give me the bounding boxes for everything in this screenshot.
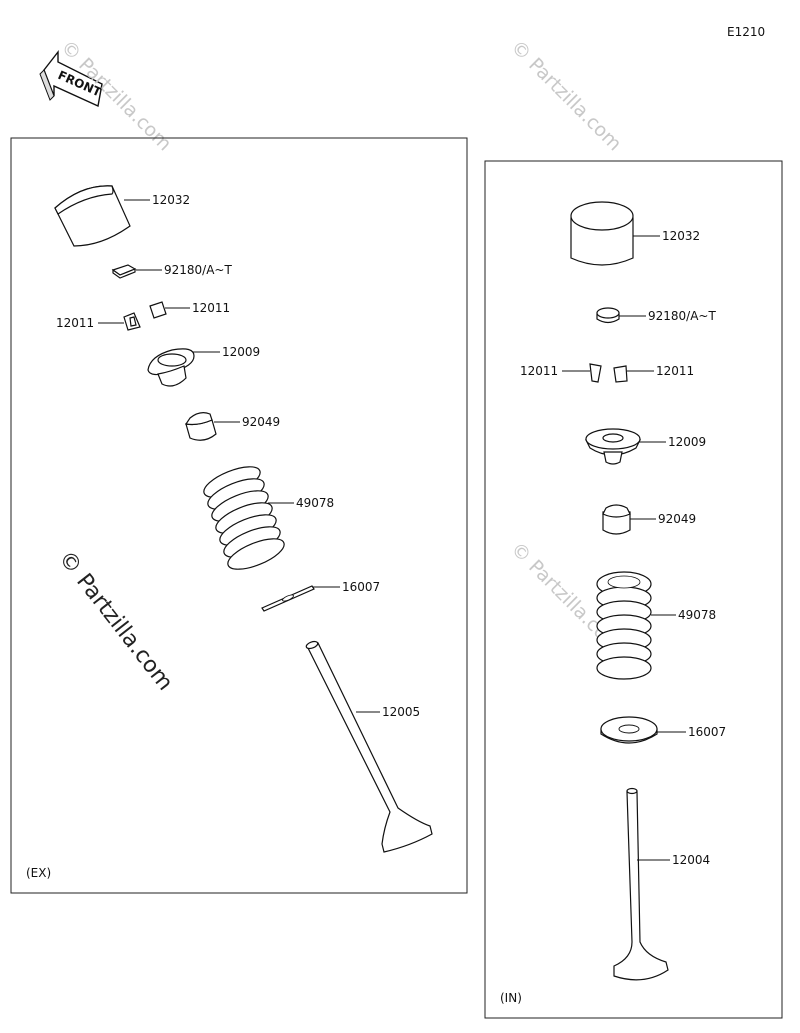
watermark-top-right: © Partzilla.com — [506, 36, 625, 155]
in-valve-label: 12004 — [672, 853, 710, 867]
in-cotter-left-label: 12011 — [520, 364, 558, 378]
ex-cotter-left-label: 12011 — [56, 316, 94, 330]
ex-shim-label: 92180/A~T — [164, 263, 232, 277]
in-cotter-right: 12011 — [613, 364, 694, 383]
ex-cotter-right-label: 12011 — [192, 301, 230, 315]
in-tappet: 12032 — [570, 201, 700, 266]
diagram-code: E1210 — [727, 25, 765, 39]
in-spring-label: 49078 — [678, 608, 716, 622]
in-cotter-left: 12011 — [520, 363, 602, 383]
ex-retainer-label: 12009 — [222, 345, 260, 359]
ex-valve: 12005 — [305, 640, 433, 853]
in-spring-seat: 16007 — [600, 716, 726, 744]
ex-spring-seat: 16007 — [261, 580, 380, 612]
ex-seal: 92049 — [184, 412, 280, 441]
ex-valve-label: 12005 — [382, 705, 420, 719]
in-spring: 49078 — [596, 571, 716, 680]
ex-tappet: 12032 — [54, 185, 190, 247]
in-tappet-label: 12032 — [662, 229, 700, 243]
in-retainer-label: 12009 — [668, 435, 706, 449]
in-seal-label: 92049 — [658, 512, 696, 526]
intake-tag: (IN) — [500, 991, 522, 1005]
in-shim-label: 92180/A~T — [648, 309, 716, 323]
exhaust-panel: (EX) 12032 92180/A~T 12011 12011 — [10, 137, 468, 894]
ex-retainer: 12009 — [147, 345, 260, 387]
intake-panel: (IN) 12032 92180/A~T 12011 12011 — [484, 160, 783, 1019]
in-cotter-right-label: 12011 — [656, 364, 694, 378]
ex-tappet-label: 12032 — [152, 193, 190, 207]
watermark-left-dark: © Partzilla.com — [53, 546, 177, 695]
in-valve: 12004 — [613, 787, 710, 981]
ex-spring: 49078 — [203, 466, 334, 570]
ex-seal-label: 92049 — [242, 415, 280, 429]
in-spring-seat-label: 16007 — [688, 725, 726, 739]
ex-spring-seat-label: 16007 — [342, 580, 380, 594]
ex-spring-label: 49078 — [296, 496, 334, 510]
ex-cotter-left: 12011 — [56, 312, 141, 331]
exhaust-tag: (EX) — [26, 866, 51, 880]
in-shim: 92180/A~T — [596, 307, 716, 324]
in-retainer: 12009 — [585, 428, 706, 465]
ex-cotter-right: 12011 — [149, 301, 230, 319]
in-seal: 92049 — [602, 504, 696, 535]
ex-shim: 92180/A~T — [111, 263, 232, 279]
